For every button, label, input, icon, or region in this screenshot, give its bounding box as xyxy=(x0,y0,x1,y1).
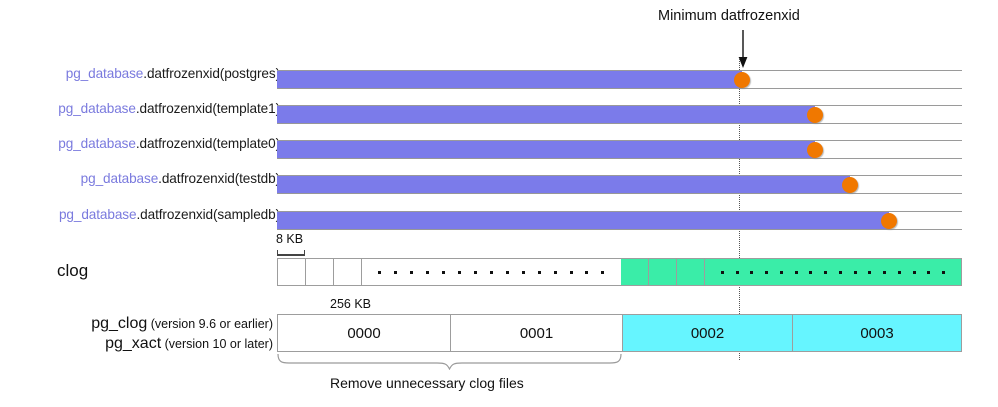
ellipsis-dot xyxy=(912,270,916,274)
ellipsis-dot xyxy=(897,270,901,274)
clog-label: clog xyxy=(57,261,89,280)
pg-database-prefix: pg_database xyxy=(65,66,144,81)
segment-size-label: 256 KB xyxy=(330,297,372,311)
clog-page-cell-active xyxy=(621,259,649,285)
ellipsis-dot xyxy=(927,270,931,274)
row-label-suffix: .datfrozenxid(postgres) xyxy=(143,66,280,81)
ellipsis-dot xyxy=(505,270,509,274)
ellipsis-dot xyxy=(553,270,557,274)
ellipsis-dot xyxy=(394,270,398,274)
ellipsis-dot xyxy=(779,270,783,274)
ellipsis-dot xyxy=(750,270,754,274)
segment-file-labels: pg_clog (version 9.6 or earlier) pg_xact… xyxy=(57,314,273,354)
ellipsis-dot xyxy=(794,270,798,274)
datfrozenxid-bar xyxy=(277,141,815,158)
ellipsis-dot xyxy=(521,270,525,274)
xid-track xyxy=(277,175,962,194)
ellipsis-dot xyxy=(458,270,462,274)
clog-page-cell-active xyxy=(677,259,705,285)
ellipsis-dot xyxy=(720,270,724,274)
minimum-datfrozenxid-guide-line xyxy=(739,58,740,360)
minimum-datfrozenxid-label: Minimum datfrozenxid xyxy=(658,8,800,24)
row-label-testdb: pg_database.datfrozenxid(testdb) xyxy=(81,171,280,186)
segment-0001: 0001 xyxy=(451,315,623,351)
row-label-sampledb: pg_database.datfrozenxid(sampledb) xyxy=(59,207,280,222)
clog-segment-strip: 0000 0001 0002 0003 xyxy=(277,314,962,352)
ellipsis-dot xyxy=(853,270,857,274)
datfrozenxid-marker-dot xyxy=(734,72,750,88)
pg-clog-version: (version 9.6 or earlier) xyxy=(147,317,273,331)
ellipsis-dot xyxy=(735,270,739,274)
clog-ellipsis-white xyxy=(362,259,621,285)
ellipsis-dot xyxy=(569,270,573,274)
page-size-label: 8 KB xyxy=(276,232,304,246)
ellipsis-dot xyxy=(585,270,589,274)
clog-ellipsis-green xyxy=(705,259,961,285)
pg-database-prefix: pg_database xyxy=(58,136,136,151)
curly-brace-icon xyxy=(277,353,622,371)
ellipsis-dot xyxy=(765,270,769,274)
clog-page-cell xyxy=(306,259,334,285)
xid-track xyxy=(277,70,962,89)
pg-xact-version: (version 10 or later) xyxy=(161,337,273,351)
row-label-suffix: .datfrozenxid(template0) xyxy=(135,136,280,151)
datfrozenxid-marker-dot xyxy=(842,177,858,193)
datfrozenxid-marker-dot xyxy=(807,142,823,158)
segment-0003: 0003 xyxy=(793,315,961,351)
clog-strip xyxy=(277,258,962,286)
ellipsis-dot xyxy=(426,270,430,274)
datfrozenxid-row-sampledb: pg_database.datfrozenxid(sampledb) xyxy=(0,205,998,230)
datfrozenxid-bar xyxy=(277,212,889,229)
ellipsis-dot xyxy=(537,270,541,274)
ellipsis-dot xyxy=(489,270,493,274)
segment-0000: 0000 xyxy=(278,315,451,351)
clog-page-cell xyxy=(334,259,362,285)
pg-xact-label: pg_xact (version 10 or later) xyxy=(57,334,273,354)
remove-clog-files-caption: Remove unnecessary clog files xyxy=(330,375,524,391)
datfrozenxid-row-postgres: pg_database.datfrozenxid(postgres) xyxy=(0,64,998,89)
ellipsis-dot xyxy=(868,270,872,274)
segment-0002: 0002 xyxy=(623,315,793,351)
ellipsis-dot xyxy=(378,270,382,274)
row-label-postgres: pg_database.datfrozenxid(postgres) xyxy=(66,66,280,81)
datfrozenxid-row-template0: pg_database.datfrozenxid(template0) xyxy=(0,134,998,159)
ellipsis-dot xyxy=(883,270,887,274)
row-label-template1: pg_database.datfrozenxid(template1) xyxy=(58,101,280,116)
ellipsis-dot xyxy=(824,270,828,274)
ellipsis-dot xyxy=(473,270,477,274)
datfrozenxid-marker-dot xyxy=(881,213,897,229)
datfrozenxid-bar xyxy=(277,176,850,193)
ellipsis-dot xyxy=(410,270,414,274)
ellipsis-dot xyxy=(809,270,813,274)
pg-clog-label: pg_clog (version 9.6 or earlier) xyxy=(57,314,273,334)
ellipsis-dot xyxy=(442,270,446,274)
arrow-down-icon xyxy=(736,30,750,70)
page-size-measure-bracket xyxy=(277,250,305,256)
row-label-suffix: .datfrozenxid(sampledb) xyxy=(136,207,280,222)
datfrozenxid-bar xyxy=(277,106,815,123)
row-label-suffix: .datfrozenxid(testdb) xyxy=(158,171,280,186)
datfrozenxid-marker-dot xyxy=(807,107,823,123)
pg-database-prefix: pg_database xyxy=(58,207,137,222)
row-label-suffix: .datfrozenxid(template1) xyxy=(135,101,280,116)
xid-track xyxy=(277,140,962,159)
row-label-template0: pg_database.datfrozenxid(template0) xyxy=(58,136,280,151)
clog-page-cell-active xyxy=(649,259,677,285)
ellipsis-dot xyxy=(601,270,605,274)
ellipsis-dot xyxy=(838,270,842,274)
datfrozenxid-row-testdb: pg_database.datfrozenxid(testdb) xyxy=(0,169,998,194)
pg-xact-name: pg_xact xyxy=(105,335,162,352)
datfrozenxid-row-template1: pg_database.datfrozenxid(template1) xyxy=(0,99,998,124)
clog-page-cell xyxy=(278,259,306,285)
datfrozenxid-bar xyxy=(277,71,742,88)
pg-clog-name: pg_clog xyxy=(91,315,148,332)
xid-track xyxy=(277,211,962,230)
ellipsis-dot xyxy=(942,270,946,274)
pg-database-prefix: pg_database xyxy=(80,171,159,186)
pg-database-prefix: pg_database xyxy=(58,101,136,116)
xid-track xyxy=(277,105,962,124)
